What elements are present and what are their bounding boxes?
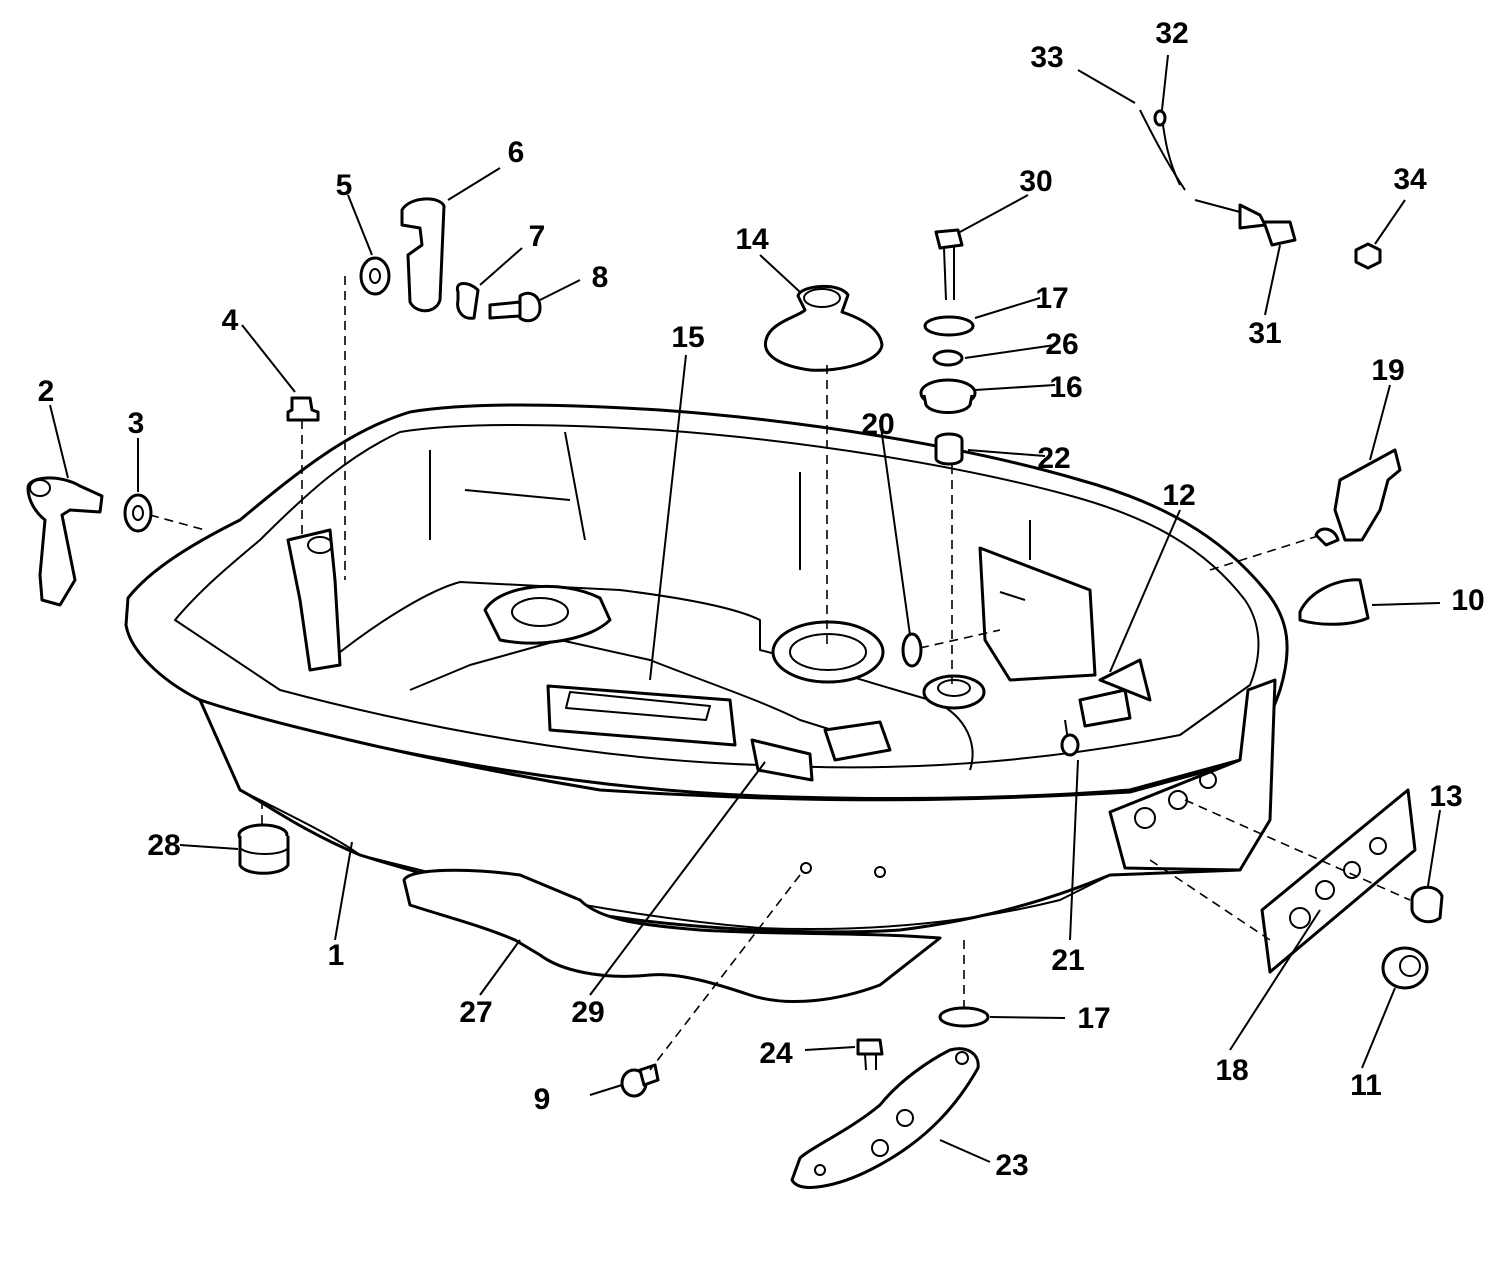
- callout-7: 7: [529, 220, 546, 253]
- washer-part-26: [932, 349, 964, 367]
- grommet-part-10: [1298, 578, 1370, 626]
- lever-part-2: [26, 476, 104, 607]
- callout-26: 26: [1045, 328, 1078, 361]
- washer-part-3: [123, 493, 153, 533]
- callout-15: 15: [671, 321, 704, 354]
- callout-8: 8: [592, 261, 609, 294]
- washer-part-17-top: [923, 315, 975, 337]
- callout-14: 14: [735, 223, 769, 256]
- callout-12: 12: [1162, 479, 1195, 512]
- callout-9: 9: [534, 1083, 551, 1116]
- boot-part-14: [763, 284, 884, 372]
- callout-13: 13: [1429, 780, 1462, 813]
- grommet-part-16: [919, 378, 977, 414]
- lower-cowl-part-1: [124, 403, 1289, 934]
- valve-part-19: [1314, 448, 1402, 547]
- nut-part-34: [1354, 242, 1382, 270]
- plate-part-18: [1260, 788, 1417, 974]
- plug-part-13: [1410, 885, 1444, 924]
- washer-part-17-bottom: [938, 1006, 990, 1028]
- alignment-lines: [149, 276, 1411, 1071]
- plug-part-9: [620, 1063, 660, 1098]
- grommet-part-28: [237, 823, 290, 875]
- clip-part-7: [455, 282, 480, 320]
- screw-part-21: [1060, 719, 1080, 757]
- callout-1: 1: [328, 939, 345, 972]
- callout-11: 11: [1350, 1069, 1382, 1102]
- callout-28: 28: [147, 829, 180, 862]
- washer-part-5: [359, 256, 391, 296]
- gasket-part-27: [402, 868, 942, 1004]
- callout-34: 34: [1393, 163, 1427, 196]
- callout-17-bottom: 17: [1077, 1002, 1110, 1035]
- callout-24: 24: [759, 1037, 793, 1070]
- bracket-part-23: [790, 1047, 980, 1189]
- callout-20: 20: [861, 408, 894, 441]
- wire-parts-32-33: [1139, 109, 1186, 191]
- sleeve-part-22: [934, 432, 964, 466]
- callout-29: 29: [571, 996, 604, 1029]
- callout-23: 23: [995, 1149, 1028, 1182]
- callout-22: 22: [1037, 442, 1070, 475]
- callout-10: 10: [1451, 584, 1484, 617]
- callout-21: 21: [1051, 944, 1084, 977]
- callout-30: 30: [1019, 165, 1052, 198]
- bolt-part-24: [856, 1038, 884, 1071]
- callout-18: 18: [1215, 1054, 1248, 1087]
- callout-33: 33: [1030, 41, 1063, 74]
- callout-6: 6: [508, 136, 525, 169]
- callout-16: 16: [1049, 371, 1082, 404]
- callout-labels: 1 2 3 4 5 6 7 8 9 10 11 12 13 14 15 16 1…: [38, 17, 1485, 1182]
- callout-4: 4: [222, 304, 239, 337]
- callout-31: 31: [1248, 317, 1281, 350]
- callout-27: 27: [459, 996, 492, 1029]
- connector-part-31: [1194, 199, 1297, 247]
- fitting-part-4: [286, 396, 320, 422]
- callout-5: 5: [336, 169, 353, 202]
- washer-part-20: [901, 632, 923, 668]
- screw-part-8: [488, 291, 542, 323]
- callout-19: 19: [1371, 354, 1404, 387]
- latch-hook-part-6: [400, 197, 446, 313]
- callout-17-top: 17: [1035, 282, 1068, 315]
- callout-leaders: [49, 54, 1441, 1163]
- grommet-part-11: [1381, 946, 1429, 990]
- callout-3: 3: [128, 407, 145, 440]
- callout-32: 32: [1155, 17, 1188, 50]
- callout-2: 2: [38, 375, 55, 408]
- bolt-part-30: [934, 228, 964, 301]
